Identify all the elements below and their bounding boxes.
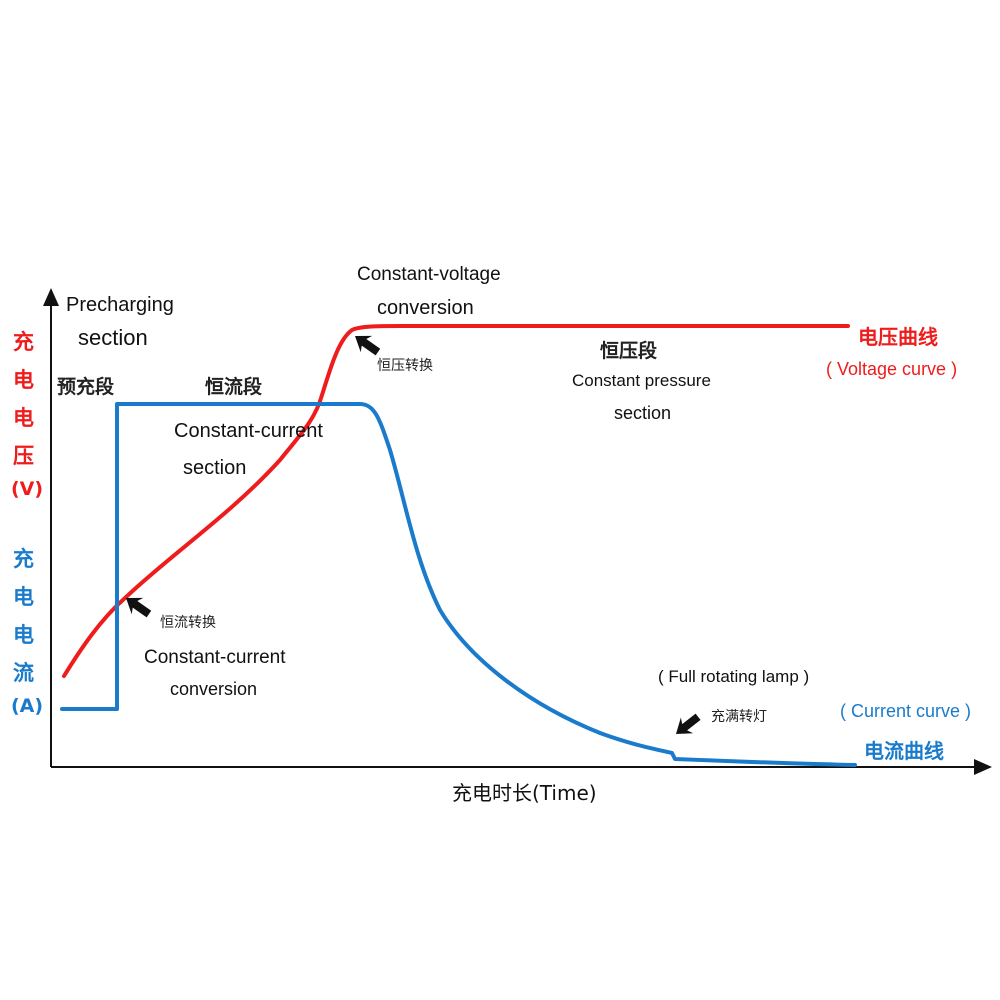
voltage-curve-label-en: ( Voltage curve ) [826, 359, 958, 379]
cv-section-label-en-1: Constant pressure [572, 371, 711, 390]
current-curve-label-en: ( Current curve ) [840, 701, 972, 721]
cc-section-label-cn: 恒流段 [205, 376, 263, 398]
full-lamp-label-cn: 充满转灯 [711, 709, 767, 725]
current-curve [60, 402, 857, 767]
y-label-current-char: 流 [13, 661, 34, 685]
cc-conversion-label-en-2: conversion [170, 679, 258, 699]
cc-section-label-en-2: section [183, 457, 247, 479]
cv-conversion-label-cn: 恒压转换 [377, 358, 433, 374]
cv-conversion-label-en-2: conversion [377, 297, 474, 319]
precharging-label-en-1: Precharging [66, 294, 174, 316]
cv-section-label-cn: 恒压段 [600, 340, 658, 362]
y-label-voltage-unit: (V) [11, 478, 44, 500]
y-label-voltage-char: 电 [13, 368, 34, 392]
arrow-pointer-icon [355, 335, 381, 356]
full-lamp-label-en: ( Full rotating lamp ) [658, 667, 810, 686]
cc-section-label-en-1: Constant-current [174, 420, 323, 442]
precharging-label-cn: 预充段 [57, 376, 115, 398]
cc-conversion-label-en-1: Constant-current [144, 647, 286, 668]
cv-section-label-en-2: section [614, 403, 672, 423]
y-label-current-char: 电 [13, 623, 34, 647]
y-label-current-char: 电 [13, 585, 34, 609]
y-label-voltage-char: 电 [13, 406, 34, 430]
precharging-label-en-2: section [78, 325, 148, 350]
y-label-current-unit: (A) [11, 695, 44, 717]
y-label-voltage-char: 充 [13, 330, 34, 354]
cc-conversion-label-cn: 恒流转换 [160, 615, 216, 631]
x-axis-label: 充电时长(Time) [452, 781, 597, 805]
cv-conversion-label-en-1: Constant-voltage [357, 264, 501, 285]
arrow-pointer-icon [676, 713, 701, 734]
y-label-current-char: 充 [13, 547, 34, 571]
current-curve-label-cn: 电流曲线 [864, 739, 944, 763]
y-label-voltage-char: 压 [13, 444, 34, 468]
voltage-curve [62, 324, 850, 678]
arrow-pointer-icon [126, 597, 152, 618]
voltage-curve-label-cn: 电压曲线 [858, 325, 938, 349]
